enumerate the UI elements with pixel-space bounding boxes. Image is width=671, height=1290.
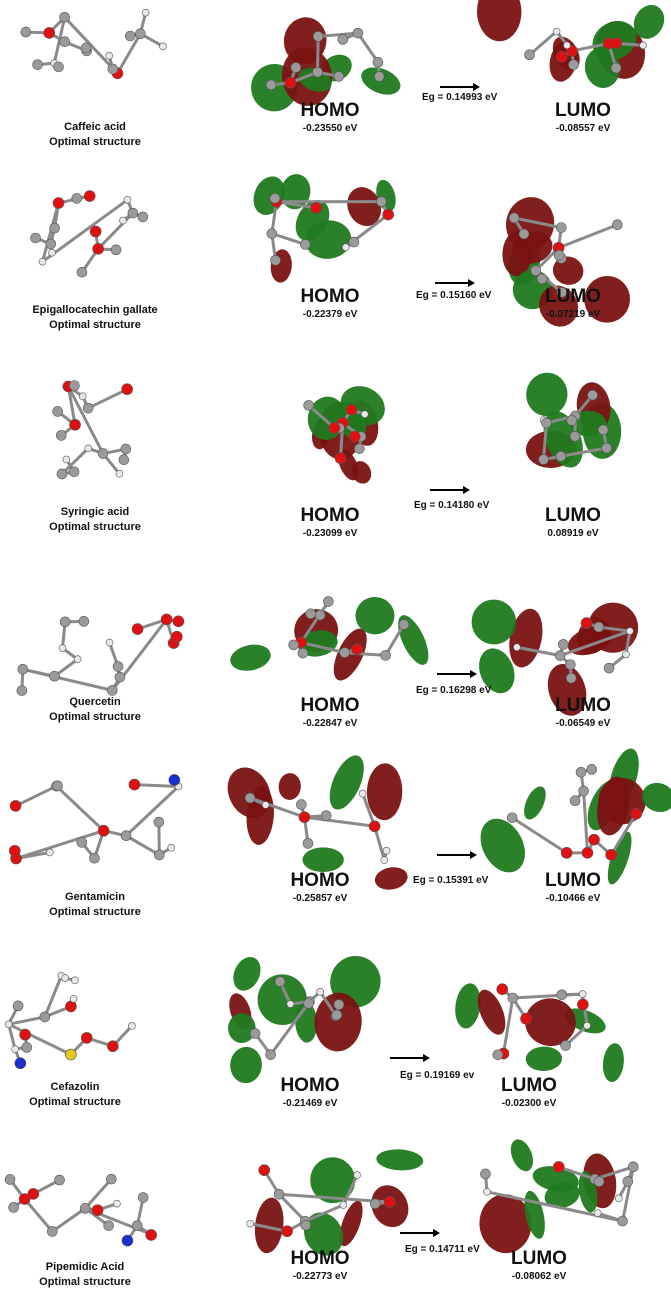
transition-arrow xyxy=(437,673,471,675)
energy-gap: Eg = 0.19169 ev xyxy=(400,1070,520,1081)
compound-name-text: Syringic acid xyxy=(10,505,180,520)
lumo-energy: 0.08919 eV xyxy=(503,527,643,540)
compound-name-text: Cefazolin xyxy=(0,1080,160,1095)
molecule-structure xyxy=(9,774,182,864)
row-caffeic xyxy=(21,0,670,112)
orbital-lobes xyxy=(252,1148,424,1263)
compound-name-text: Caffeic acid xyxy=(10,120,180,135)
molecule-structure xyxy=(17,614,184,696)
homo-title: HOMO xyxy=(250,1248,390,1270)
molecule-structure xyxy=(5,1174,157,1246)
energy-gap: Eg = 0.16298 eV xyxy=(416,685,536,696)
homo-label: HOMO-0.25857 eV xyxy=(250,870,390,905)
homo-title: HOMO xyxy=(250,870,390,892)
homo-energy: -0.22773 eV xyxy=(250,1270,390,1283)
structure-caption: Optimal structure xyxy=(10,905,180,920)
homo-energy: -0.22379 eV xyxy=(260,308,400,321)
lumo-title: LUMO xyxy=(513,100,653,122)
molecule-structure xyxy=(31,191,148,278)
compound-name-text: Gentamicin xyxy=(10,890,180,905)
homo-title: HOMO xyxy=(260,286,400,308)
homo-energy: -0.21469 eV xyxy=(240,1097,380,1110)
homo-title: HOMO xyxy=(260,100,400,122)
structure-caption: Optimal structure xyxy=(10,135,180,150)
energy-gap: Eg = 0.14180 eV xyxy=(414,500,534,511)
homo-energy: -0.23550 eV xyxy=(260,122,400,135)
homo-title: HOMO xyxy=(260,505,400,527)
orbital-lobes xyxy=(248,172,399,284)
homo-label: HOMO-0.22379 eV xyxy=(260,286,400,321)
molecule-structure xyxy=(21,9,167,79)
homo-title: HOMO xyxy=(240,1075,380,1097)
row-cefazolin xyxy=(5,949,626,1084)
transition-arrow xyxy=(430,489,464,491)
molecule-structure xyxy=(5,972,135,1068)
orbital-lobes xyxy=(225,949,387,1084)
lumo-energy: -0.08557 eV xyxy=(513,122,653,135)
orbital-lobes xyxy=(228,597,435,686)
energy-gap: Eg = 0.15160 eV xyxy=(416,290,536,301)
energy-gap: Eg = 0.14711 eV xyxy=(405,1244,525,1255)
structure-caption: Optimal structure xyxy=(0,1275,170,1290)
molecule-structure xyxy=(53,381,133,479)
homo-energy: -0.25857 eV xyxy=(250,892,390,905)
lumo-label: LUMO-0.06549 eV xyxy=(513,695,653,730)
homo-energy: -0.23099 eV xyxy=(260,527,400,540)
transition-arrow xyxy=(390,1057,424,1059)
lumo-energy: -0.10466 eV xyxy=(503,892,643,905)
compound-name-text: Epigallocatechin gallate xyxy=(10,303,180,318)
energy-gap: Eg = 0.15391 eV xyxy=(413,875,533,886)
transition-arrow xyxy=(437,854,471,856)
lumo-energy: -0.08062 eV xyxy=(469,1270,609,1283)
homo-label: HOMO-0.21469 eV xyxy=(240,1075,380,1110)
structure-caption: Optimal structure xyxy=(10,318,180,333)
lumo-energy: -0.07219 eV xyxy=(503,308,643,321)
homo-energy: -0.22847 eV xyxy=(260,717,400,730)
transition-arrow xyxy=(440,86,474,88)
orbital-lobes xyxy=(304,379,391,487)
compound-name-text: Pipemidic Acid xyxy=(0,1260,170,1275)
compound-name-text: Quercetin xyxy=(10,695,180,710)
homo-label: HOMO-0.23550 eV xyxy=(260,100,400,135)
row-pipemidic xyxy=(5,1136,638,1262)
homo-title: HOMO xyxy=(260,695,400,717)
lumo-label: LUMO-0.08557 eV xyxy=(513,100,653,135)
structure-caption: Optimal structure xyxy=(0,1095,160,1110)
energy-gap: Eg = 0.14993 eV xyxy=(422,92,542,103)
lumo-title: LUMO xyxy=(513,695,653,717)
structure-caption: Optimal structure xyxy=(10,710,180,725)
lumo-energy: -0.06549 eV xyxy=(513,717,653,730)
transition-arrow xyxy=(400,1232,434,1234)
homo-label: HOMO-0.23099 eV xyxy=(260,505,400,540)
row-syringic xyxy=(53,370,623,487)
lumo-energy: -0.02300 eV xyxy=(459,1097,599,1110)
structure-caption: Optimal structure xyxy=(10,520,180,535)
transition-arrow xyxy=(435,282,469,284)
homo-label: HOMO-0.22847 eV xyxy=(260,695,400,730)
homo-label: HOMO-0.22773 eV xyxy=(250,1248,390,1283)
